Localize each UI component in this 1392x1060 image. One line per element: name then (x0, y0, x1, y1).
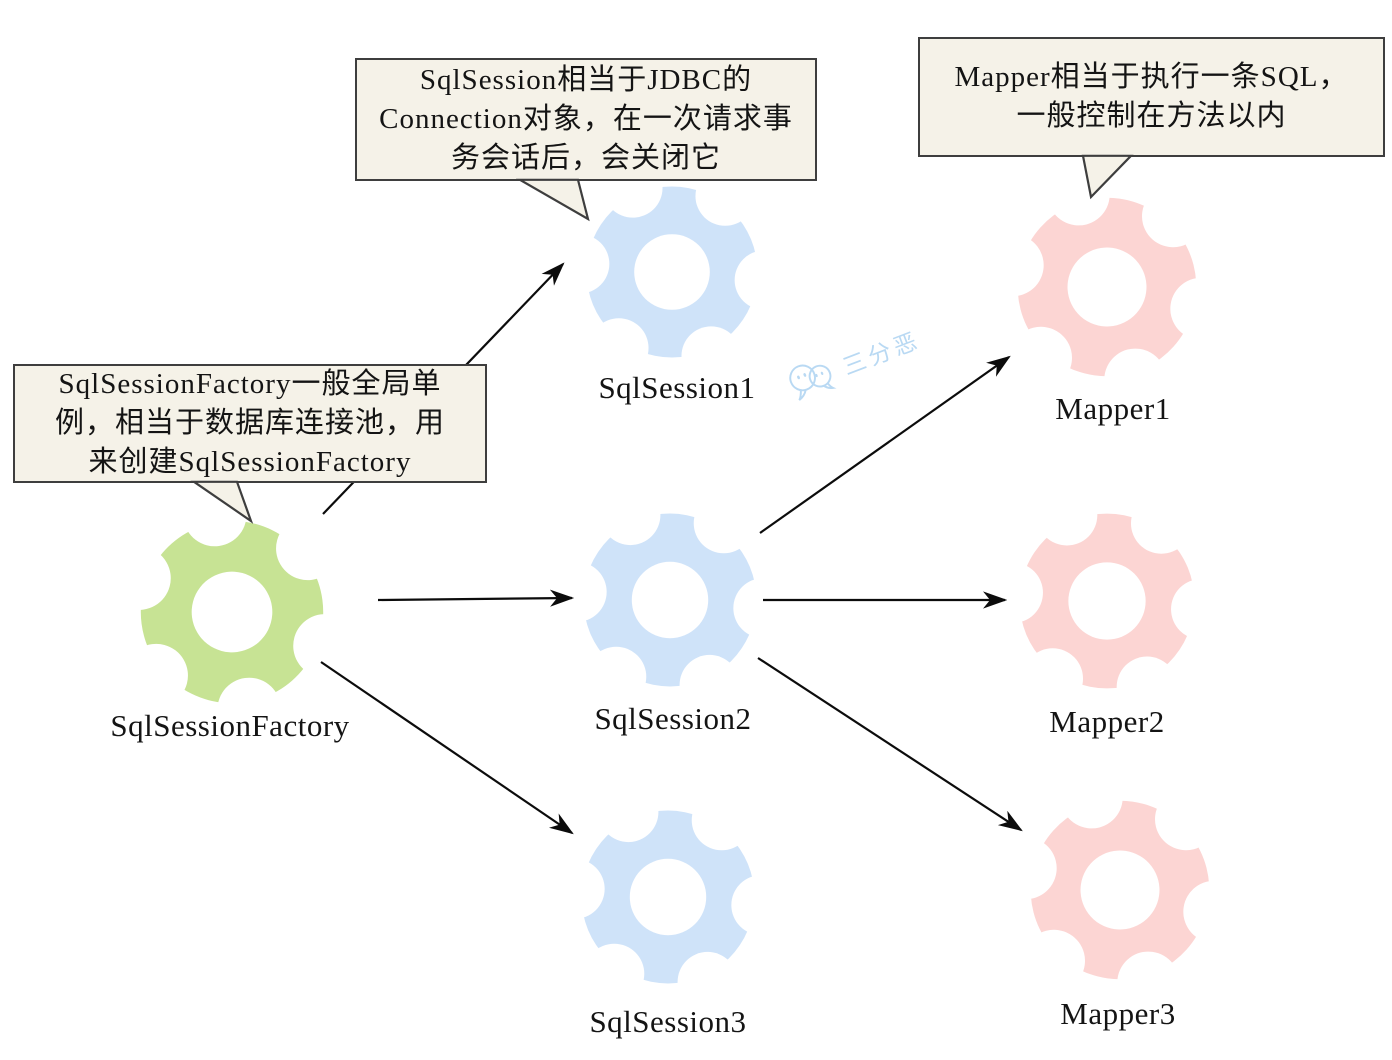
callout-line: SqlSessionFactory一般全局单 (58, 368, 442, 400)
callout-mapper-note: Mapper相当于执行一条SQL， 一般控制在方法以内 (918, 37, 1385, 157)
callout-line: 务会话后，会关闭它 (450, 142, 721, 174)
edge-factory-session3 (320, 661, 574, 835)
label-sqlsession2: SqlSession2 (594, 701, 752, 736)
callout-factory-note: SqlSessionFactory一般全局单 例，相当于数据库连接池，用 来创建… (13, 364, 487, 483)
callout-tail-factory (190, 480, 254, 524)
label-sqlsession3: SqlSession3 (589, 1004, 747, 1039)
callout-line: 一般控制在方法以内 (1016, 100, 1287, 132)
callout-line: SqlSession相当于JDBC的 (419, 64, 753, 96)
callout-tail-mapper (1081, 154, 1134, 200)
edge-session2-mapper1 (759, 355, 1011, 534)
callout-sqlsession-note: SqlSession相当于JDBC的 Connection对象，在一次请求事 务… (355, 58, 817, 181)
label-mapper1: Mapper1 (1055, 391, 1171, 426)
edge-factory-session2 (377, 589, 575, 607)
label-mapper2: Mapper2 (1049, 704, 1165, 739)
wechat-chat-bubbles-icon (789, 364, 837, 401)
watermark: 三分恶 (780, 317, 926, 406)
label-sqlsession1: SqlSession1 (598, 370, 756, 405)
callout-line: Connection对象，在一次请求事 (379, 103, 793, 135)
callout-line: 来创建SqlSessionFactory (88, 446, 412, 478)
callout-line: Mapper相当于执行一条SQL， (954, 61, 1349, 93)
label-sqlsessionfactory: SqlSessionFactory (110, 708, 350, 743)
callout-tail-session (515, 178, 590, 222)
edge-session2-mapper3 (757, 657, 1023, 832)
callout-line: 例，相当于数据库连接池，用 (54, 407, 445, 439)
label-mapper3: Mapper3 (1060, 996, 1176, 1031)
